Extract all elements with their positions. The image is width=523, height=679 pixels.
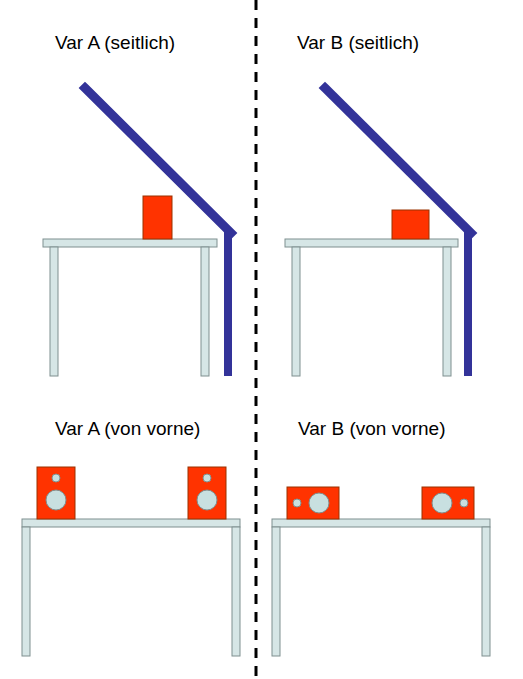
front-view-b	[272, 487, 490, 656]
view-label: Var B (seitlich)	[297, 32, 419, 55]
view-label: Var A (von vorne)	[55, 418, 200, 441]
view-label: Var B (von vorne)	[298, 418, 445, 441]
front-view-a	[22, 467, 240, 656]
divider-line	[255, 0, 258, 679]
side-view-b	[285, 88, 472, 376]
view-label: Var A (seitlich)	[55, 32, 175, 55]
side-view-a	[43, 88, 232, 376]
